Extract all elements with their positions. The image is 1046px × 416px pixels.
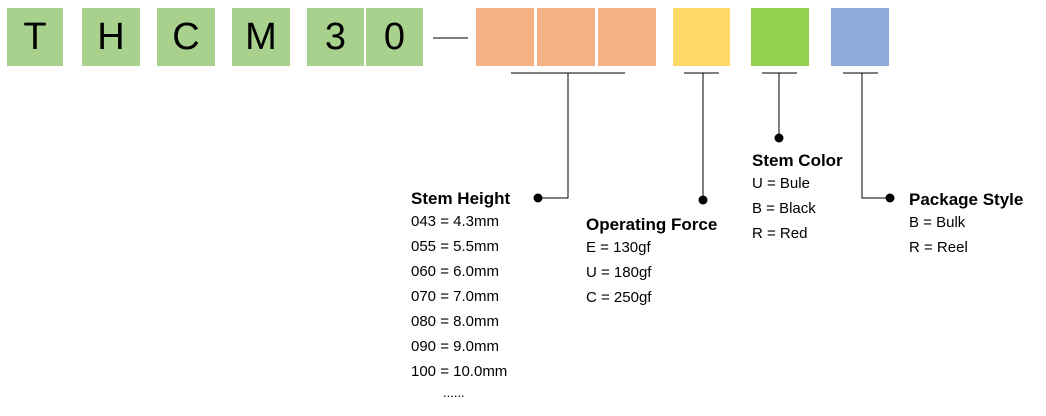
code-box-m: M bbox=[232, 8, 290, 66]
operating-force-section: Operating Force E = 130gf U = 180gf C = … bbox=[586, 215, 717, 310]
list-item: B = Black bbox=[752, 200, 816, 217]
list-item: E = 130gf bbox=[586, 239, 651, 256]
package-style-leader bbox=[861, 73, 890, 199]
stem-color-dot bbox=[774, 133, 784, 143]
list-item: 060 = 6.0mm bbox=[411, 263, 499, 280]
list-item: 070 = 7.0mm bbox=[411, 288, 499, 305]
list-item: 055 = 5.5mm bbox=[411, 238, 499, 255]
stem-height-title: Stem Height bbox=[411, 189, 511, 208]
code-letter: C bbox=[172, 15, 200, 58]
code-box-3: 3 bbox=[307, 8, 364, 66]
operating-force-slot bbox=[673, 8, 730, 66]
stem-height-dot bbox=[533, 193, 543, 203]
code-letter: M bbox=[245, 15, 277, 58]
list-item: C = 250gf bbox=[586, 289, 652, 306]
list-item: 100 = 10.0mm bbox=[411, 363, 508, 380]
list-item: 090 = 9.0mm bbox=[411, 338, 499, 355]
list-item: 080 = 8.0mm bbox=[411, 313, 499, 330]
code-letter: 3 bbox=[324, 15, 347, 58]
list-item: B = Bulk bbox=[909, 214, 966, 231]
package-style-title: Package Style bbox=[909, 190, 1024, 209]
list-item: R = Reel bbox=[909, 239, 968, 256]
stem-color-slot bbox=[751, 8, 809, 66]
stem-color-section: Stem Color U = Bule B = Black R = Red bbox=[752, 151, 843, 246]
more-indicator: ...... bbox=[443, 385, 465, 400]
stem-height-slot-1 bbox=[476, 8, 534, 66]
code-letter: H bbox=[97, 15, 125, 58]
code-box-c: C bbox=[157, 8, 215, 66]
package-style-dot bbox=[885, 193, 895, 203]
package-style-slot bbox=[831, 8, 889, 66]
list-item: R = Red bbox=[752, 225, 808, 242]
stem-color-title: Stem Color bbox=[752, 151, 843, 170]
code-letter: 0 bbox=[383, 15, 406, 58]
code-box-t: T bbox=[7, 8, 63, 66]
code-box-h: H bbox=[82, 8, 140, 66]
list-item: U = 180gf bbox=[586, 264, 652, 281]
stem-height-slot-3 bbox=[598, 8, 656, 66]
code-box-0: 0 bbox=[366, 8, 423, 66]
operating-force-dot bbox=[698, 195, 708, 205]
stem-height-section: Stem Height 043 = 4.3mm 055 = 5.5mm 060 … bbox=[411, 189, 510, 402]
list-item: U = Bule bbox=[752, 175, 810, 192]
stem-height-slot-2 bbox=[537, 8, 595, 66]
operating-force-title: Operating Force bbox=[586, 215, 718, 234]
code-letter: T bbox=[23, 15, 47, 58]
package-style-section: Package Style B = Bulk R = Reel bbox=[909, 190, 1023, 260]
stem-height-leader bbox=[538, 73, 569, 199]
list-item: 043 = 4.3mm bbox=[411, 213, 499, 230]
